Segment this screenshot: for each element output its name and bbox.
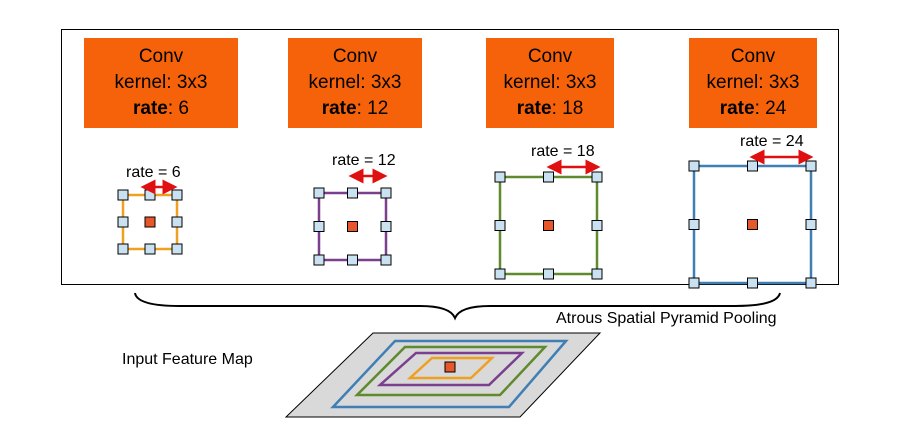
- ring-rate-24: [330, 339, 569, 409]
- rate-annotation-6: rate = 6: [126, 164, 181, 181]
- kernel-sample-cell: [543, 171, 554, 183]
- kernel-sample-cell: [747, 277, 758, 289]
- conv-kernel: kernel: 3x3: [114, 72, 208, 93]
- conv-kernel: kernel: 3x3: [308, 72, 402, 93]
- conv-block-rate-24: Conv kernel: 3x3 rate: 24: [689, 38, 817, 128]
- kernel-sample-cell: [591, 171, 603, 183]
- kernel-sample-cell: [313, 221, 325, 232]
- aspp-frame: [61, 29, 839, 285]
- input-feature-map-label: Input Feature Map: [122, 351, 253, 368]
- kernel-sample-cell: [313, 187, 325, 199]
- kernel-center-cell: [347, 221, 358, 232]
- kernel-sample-cell: [494, 268, 506, 280]
- conv-title: Conv: [332, 46, 378, 67]
- kernel-center-cell: [543, 220, 554, 231]
- kernel-sample-cell: [171, 216, 183, 228]
- kernel-sample-cell: [591, 268, 603, 280]
- kernel-sample-cell: [171, 243, 183, 255]
- aspp-label: Atrous Spatial Pyramid Pooling: [556, 310, 777, 327]
- rate-annotation-18: rate = 18: [531, 143, 595, 160]
- conv-title: Conv: [138, 46, 184, 67]
- conv-rate-line: rate: 12: [321, 98, 389, 119]
- kernel-sample-cell: [171, 189, 183, 201]
- conv-rate-line: rate: 6: [133, 98, 189, 119]
- ring-rate-6: [406, 356, 496, 380]
- kernel-rate-12: [313, 168, 392, 266]
- kernel-sample-cell: [494, 220, 506, 231]
- kernel-rate-18: [494, 159, 603, 280]
- kernel-sample-cell: [591, 220, 603, 231]
- kernel-sample-cell: [747, 160, 758, 172]
- conv-rate-line: rate: 24: [719, 98, 787, 119]
- kernel-sample-cell: [805, 219, 817, 230]
- input-feature-map: [284, 332, 602, 418]
- kernel-sample-cell: [688, 219, 700, 230]
- conv-kernel: kernel: 3x3: [503, 72, 597, 93]
- kernel-sample-cell: [805, 277, 817, 289]
- kernel-rate-6: [117, 179, 183, 255]
- kernel-sample-cell: [380, 221, 392, 232]
- kernel-sample-cell: [494, 171, 506, 183]
- kernel-sample-cell: [380, 187, 392, 199]
- kernel-sample-cell: [144, 243, 156, 255]
- kernel-sample-cell: [117, 243, 129, 255]
- conv-block-rate-6: Conv kernel: 3x3 rate: 6: [84, 38, 238, 128]
- conv-rate-line: rate: 18: [516, 98, 584, 119]
- feature-map-center-cell: [444, 361, 456, 373]
- kernel-sample-cell: [117, 216, 129, 228]
- kernel-center-cell: [144, 216, 156, 228]
- kernel-sample-cell: [380, 254, 392, 266]
- kernel-sample-cell: [688, 277, 700, 289]
- conv-block-rate-12: Conv kernel: 3x3 rate: 12: [288, 38, 422, 128]
- feature-map-rings: [330, 339, 569, 409]
- kernel-sample-cell: [347, 254, 358, 266]
- ring-rate-18: [353, 345, 548, 397]
- kernel-sample-cell: [543, 268, 554, 280]
- conv-title: Conv: [730, 46, 776, 67]
- kernel-sample-cell: [144, 189, 156, 201]
- kernel-sample-cell: [347, 187, 358, 199]
- conv-kernel: kernel: 3x3: [706, 72, 800, 93]
- kernel-rate-24: [688, 149, 817, 289]
- rate-annotation-12: rate = 12: [332, 152, 396, 169]
- kernel-center-cell: [747, 219, 758, 230]
- conv-block-rate-18: Conv kernel: 3x3 rate: 18: [486, 38, 614, 128]
- kernel-sample-cell: [688, 160, 700, 172]
- ring-rate-12: [376, 351, 526, 387]
- brace: [134, 292, 781, 321]
- rate-annotation-24: rate = 24: [740, 133, 804, 150]
- kernel-sample-cell: [117, 189, 129, 201]
- conv-title: Conv: [527, 46, 573, 67]
- kernel-sample-cell: [313, 254, 325, 266]
- kernel-sample-cell: [805, 160, 817, 172]
